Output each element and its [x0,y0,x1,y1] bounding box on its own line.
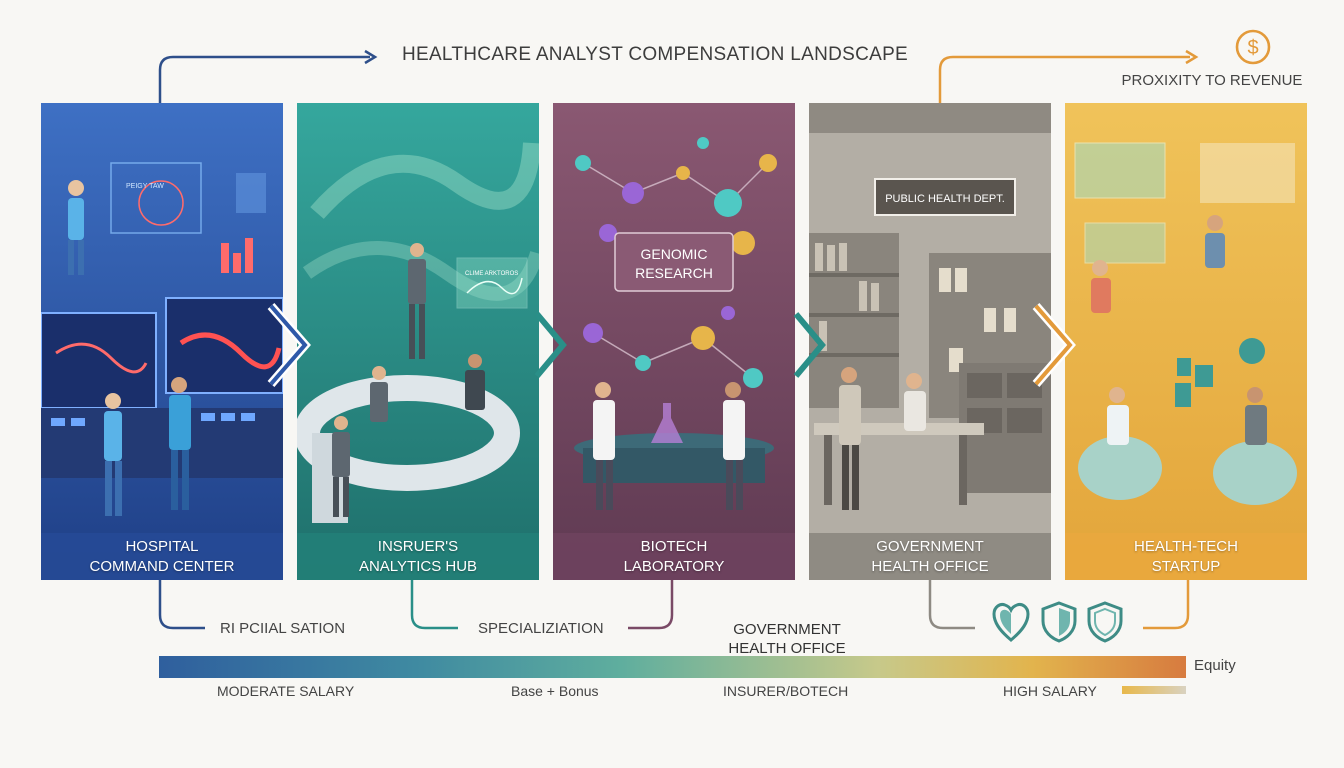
insurer-scene-illustration: CLIME ARKTOROS [297,103,539,580]
biotech-scene-illustration: GENOMIC RESEARCH [553,103,795,580]
equity-swatch [1122,686,1186,694]
heart-shield-icon [992,603,1030,642]
government-sign-text: PUBLIC HEALTH DEPT. [885,193,1005,205]
hospital-scene-illustration: PEIGY TAW [41,103,283,580]
svg-text:$: $ [1247,37,1258,59]
panel-health-tech-startup: HEALTH-TECH STARTUP [1065,103,1307,580]
panel-label-insurer: INSRUER'S ANALYTICS HUB [297,533,539,580]
chevron-right-icon [1032,303,1076,387]
panel-label-government: GOVERNMENT HEALTH OFFICE [809,533,1051,580]
scale-label-moderate-salary: MODERATE SALARY [217,683,355,699]
chevron-right-icon [267,303,311,387]
dollar-coin-icon: $ [1235,29,1271,65]
chevron-right-icon [793,312,826,378]
shield-icon [1041,601,1077,643]
shield-outline-icon [1087,601,1123,643]
panel-label-startup: HEALTH-TECH STARTUP [1065,533,1307,580]
scale-label-base-bonus: Base + Bonus [511,683,599,699]
bottom-label-government: GOVERNMENT HEALTH OFFICE [728,621,846,657]
panel-biotech-laboratory: GENOMIC RESEARCH BIOTECH LABORATORY [553,103,795,580]
diagram-title: HEALTHCARE ANALYST COMPENSATION LANDSCAP… [401,44,909,65]
biotech-sign-line2: RESEARCH [635,265,713,281]
equity-label: Equity [1194,657,1236,674]
panel-insurer-analytics-hub: CLIME ARKTOROS INSRUER'S ANALYTICS HUB [297,103,539,580]
hospital-screen-text: PEIGY TAW [126,183,164,190]
panel-label-hospital: HOSPITAL COMMAND CENTER [41,533,283,580]
insurer-screen-text: CLIME ARKTOROS [465,271,518,277]
startup-scene-illustration [1065,103,1307,580]
bottom-label-specialization: SPECIALIZIATION [478,620,604,637]
biotech-sign-line1: GENOMIC [641,246,708,262]
panel-label-biotech: BIOTECH LABORATORY [553,533,795,580]
compensation-gradient-bar [159,656,1186,678]
bottom-label-left: RI PCIIAL SATION [220,620,346,637]
chevron-right-icon [534,312,567,378]
government-scene-illustration: PUBLIC HEALTH DEPT. [809,103,1051,580]
scale-label-insurer-biotech: INSURER/BOTECH [723,683,849,699]
proximity-label: PROXIXITY TO REVENUE [1121,72,1303,89]
panel-hospital-command-center: PEIGY TAW HOSPITAL COMMAND CENTER [41,103,283,580]
scale-label-high-salary: HIGH SALARY [1003,683,1097,699]
panel-government-health-office: PUBLIC HEALTH DEPT. GOVERNMENT HEALTH OF… [809,103,1051,580]
